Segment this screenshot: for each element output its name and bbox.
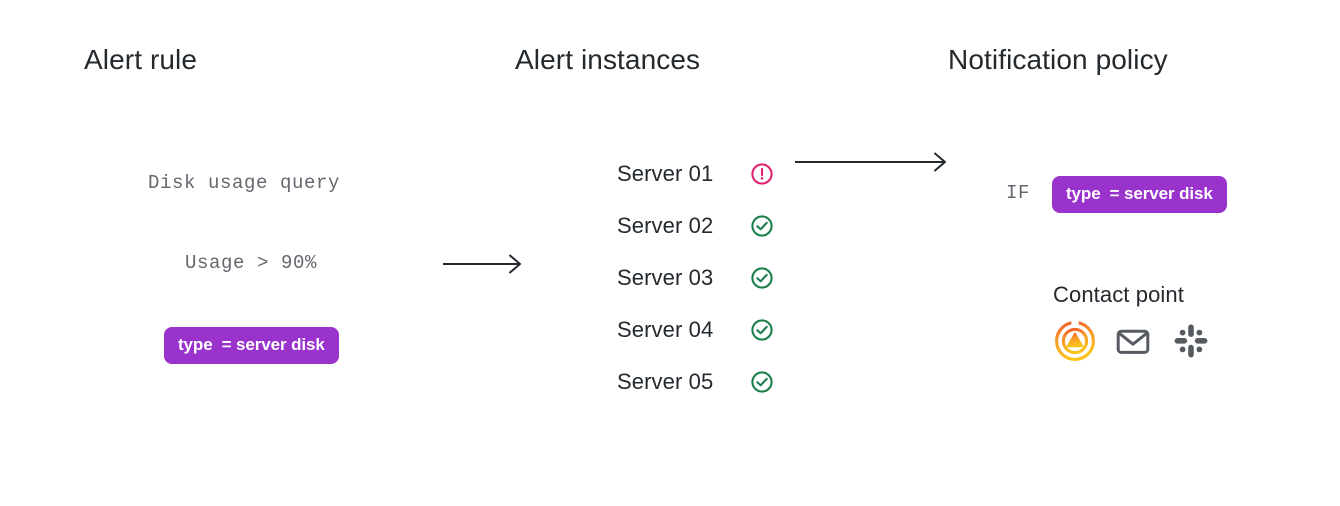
alert-instance-label: Server 03 (617, 265, 714, 290)
notification-policy-label-key: type (1066, 184, 1101, 203)
alert-rule-label-value: = server disk (221, 335, 325, 354)
arrow-instance-to-policy (795, 150, 955, 179)
check-circle-icon (749, 213, 775, 239)
grafana-logo-icon[interactable] (1052, 318, 1098, 364)
column-heading-notification-policy: Notification policy (948, 44, 1168, 75)
email-envelope-icon[interactable] (1110, 318, 1156, 364)
column-heading-alert-instances: Alert instances (515, 44, 701, 75)
alert-rule-label-chip: type = server disk (164, 327, 339, 364)
alert-instances-list: Server 01 Server 02 Server 03 (617, 148, 775, 408)
alert-instance-label: Server 05 (617, 369, 714, 394)
alert-instance-label: Server 01 (617, 161, 714, 186)
check-circle-icon (749, 317, 775, 343)
alert-rule-query-text: Disk usage query (148, 172, 341, 194)
notification-policy-matcher-prefix: IF (1006, 182, 1031, 204)
notification-policy-label-value: = server disk (1109, 184, 1213, 203)
alert-instance-label: Server 04 (617, 317, 714, 342)
alert-instance-row[interactable]: Server 03 (617, 252, 775, 304)
check-circle-icon (749, 369, 775, 395)
check-circle-icon (749, 265, 775, 291)
contact-point-icon-group (1052, 318, 1214, 364)
alert-instance-row[interactable]: Server 02 (617, 200, 775, 252)
alert-instance-label: Server 02 (617, 213, 714, 238)
alert-rule-condition-text: Usage > 90% (185, 252, 318, 274)
alert-instance-row[interactable]: Server 05 (617, 356, 775, 408)
slack-logo-icon[interactable] (1168, 318, 1214, 364)
notification-policy-label-chip: type = server disk (1052, 176, 1227, 213)
alert-instance-row[interactable]: Server 04 (617, 304, 775, 356)
alert-circle-icon (749, 161, 775, 187)
alert-rule-label-key: type (178, 335, 213, 354)
column-heading-alert-rule: Alert rule (84, 44, 198, 75)
alert-instance-row[interactable]: Server 01 (617, 148, 775, 200)
contact-point-title: Contact point (1053, 282, 1184, 307)
arrow-rule-to-instances (443, 253, 529, 280)
